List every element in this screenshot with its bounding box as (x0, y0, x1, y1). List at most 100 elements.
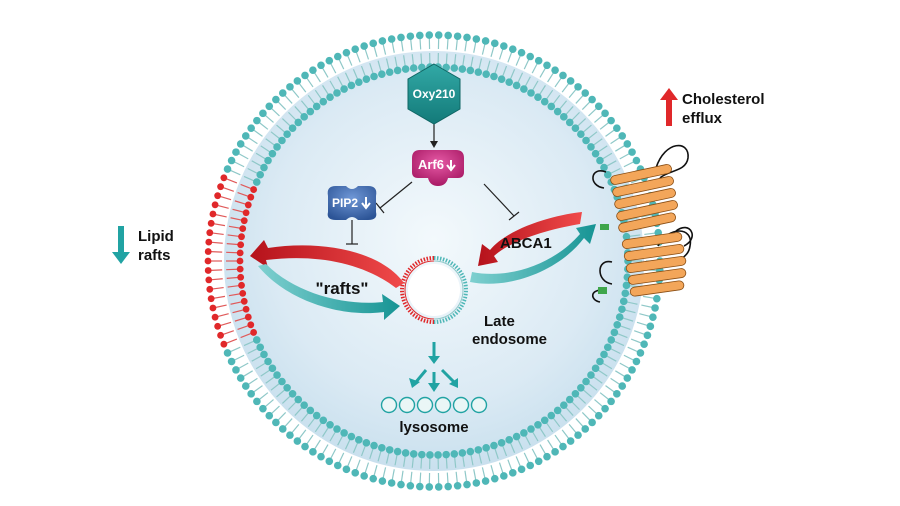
lipid-head (272, 418, 280, 427)
lipid-head (362, 75, 371, 83)
lipid-head (466, 447, 475, 456)
lipid-head (565, 118, 574, 127)
lipid-head (278, 425, 287, 433)
lipid-head (588, 95, 596, 104)
arf6-down-arrow-icon (446, 160, 456, 172)
lipid-head (517, 48, 526, 57)
lipid-head (520, 85, 528, 93)
lipid-head (474, 446, 483, 454)
lipid-head (401, 449, 410, 457)
lipid-head (601, 109, 609, 118)
lipid-head (607, 336, 616, 344)
raft-lipid-head (238, 233, 245, 241)
lipid-head (517, 465, 526, 474)
lipid-head (442, 63, 450, 72)
lipid-head (632, 156, 641, 165)
lipid-head (603, 343, 612, 352)
lipid-head (355, 436, 363, 444)
lipid-head (253, 116, 261, 125)
lipid-head (613, 390, 621, 398)
lipid-head (288, 390, 297, 398)
lipid-head (543, 452, 551, 461)
lipid-head (294, 118, 303, 127)
lipid-head (520, 429, 528, 437)
raft-lipid-head (237, 241, 245, 249)
lipid-head (409, 64, 418, 72)
lysosome-arrows (409, 342, 458, 392)
lipid-head (551, 66, 559, 74)
lipid-head (490, 72, 498, 81)
lipid-head (418, 450, 426, 459)
lipid-head (293, 77, 302, 85)
lipid-head (293, 437, 302, 445)
lipid-head (232, 366, 240, 374)
lipid-head (309, 66, 317, 74)
lipid-head (596, 156, 604, 165)
pip2-node: PIP2 (327, 186, 377, 220)
lysosome-vesicle (452, 396, 470, 414)
lipid-head (453, 481, 462, 490)
lipid-head (615, 313, 624, 321)
lipid-head (247, 390, 255, 398)
lipid-head (273, 143, 281, 151)
raft-lipid-head (205, 238, 213, 246)
lipid-head (619, 297, 628, 306)
lipid-head (309, 448, 317, 456)
lysosome-vesicle (470, 396, 488, 414)
lipid-head (613, 124, 621, 132)
lipid-head (360, 472, 368, 480)
lipid-head (482, 70, 490, 78)
lipid-head (547, 102, 556, 111)
rafts-arrows (250, 240, 404, 320)
lipid-head (594, 102, 603, 111)
lipid-head (416, 482, 424, 491)
late-endosome (400, 256, 468, 324)
lipid-head (387, 35, 396, 43)
raft-lipid-head (217, 183, 224, 191)
lipid-head (325, 457, 334, 466)
raft-lipid-head (209, 210, 217, 218)
lipid-head (622, 232, 631, 241)
lipid-head (416, 31, 424, 40)
lipid-head (497, 439, 506, 447)
lipid-head (300, 113, 308, 121)
raft-lipid-head (239, 225, 247, 233)
red-arrow-right (478, 212, 582, 266)
lipid-head (252, 178, 261, 186)
lipid-head (333, 89, 341, 97)
lipid-head (409, 450, 418, 458)
raft-lipid-head (217, 331, 224, 339)
transporter-helices-upper (610, 164, 678, 233)
lipid-head (553, 107, 562, 116)
raft-lipid-head (236, 257, 244, 265)
raft-lipid-head (204, 267, 212, 274)
lipid-head (340, 85, 348, 93)
lipid-head (543, 61, 551, 70)
lipid-head (610, 328, 619, 337)
lipid-head (553, 406, 562, 415)
lipid-head (241, 382, 250, 390)
lipid-head (300, 401, 308, 409)
lipid-head (256, 170, 265, 179)
cholesterol-efflux-label-line1: Cholesterol (682, 91, 765, 108)
lipid-head (253, 397, 261, 406)
lipid-head (587, 371, 595, 379)
lipid-head (434, 451, 442, 459)
lipid-head (534, 420, 542, 429)
lipid-head (534, 93, 542, 102)
lipid-head (646, 322, 655, 331)
lipid-head (512, 81, 521, 90)
lipid-head (278, 89, 287, 97)
lipid-head (458, 65, 467, 73)
lipid-head (236, 374, 245, 382)
raft-lipid-head (209, 304, 217, 312)
lipid-head (582, 136, 590, 145)
lipid-head (560, 113, 568, 121)
lipid-head (236, 140, 245, 148)
lipid-head (227, 156, 236, 165)
lipid-head (223, 165, 232, 173)
lipid-head (508, 469, 517, 477)
raft-lipid-head (211, 201, 219, 209)
lipid-head (540, 416, 549, 425)
lipid-head (319, 416, 328, 425)
